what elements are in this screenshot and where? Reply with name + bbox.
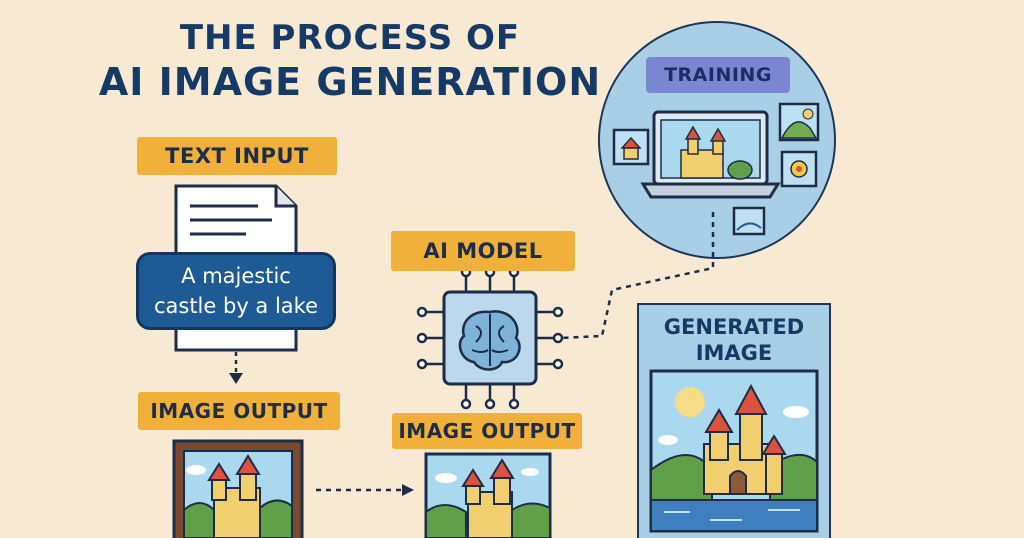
brain-icon bbox=[458, 310, 521, 371]
prompt-line2: castle by a lake bbox=[153, 294, 319, 318]
landscape-icon bbox=[778, 102, 820, 142]
flower-icon bbox=[780, 150, 818, 188]
page-title-line1: THE PROCESS OF bbox=[179, 18, 521, 58]
sun-icon bbox=[675, 387, 705, 417]
house-icon bbox=[612, 128, 650, 166]
generated-image-title: GENERATED IMAGE bbox=[638, 314, 830, 366]
image-icon bbox=[732, 206, 766, 236]
generated-line1: GENERATED bbox=[663, 315, 805, 339]
image-output-center-tag: IMAGE OUTPUT bbox=[392, 413, 582, 449]
castle-icon-left bbox=[172, 439, 304, 538]
laptop-icon bbox=[640, 110, 781, 199]
output-arrowhead bbox=[402, 484, 414, 496]
doc-down-arrowhead bbox=[229, 373, 243, 384]
page-title-line2: AI IMAGE GENERATION bbox=[98, 60, 602, 104]
image-output-left-tag: IMAGE OUTPUT bbox=[138, 392, 340, 430]
castle-icon-generated bbox=[649, 369, 819, 533]
text-input-tag: TEXT INPUT bbox=[137, 137, 337, 175]
training-tag: TRAINING bbox=[646, 57, 790, 93]
prompt-bubble: A majestic castle by a lake bbox=[136, 252, 336, 330]
generated-line2: IMAGE bbox=[695, 341, 773, 365]
castle-icon-center bbox=[424, 452, 552, 538]
prompt-line1: A majestic bbox=[181, 264, 291, 288]
ai-model-tag: AI MODEL bbox=[391, 231, 575, 271]
